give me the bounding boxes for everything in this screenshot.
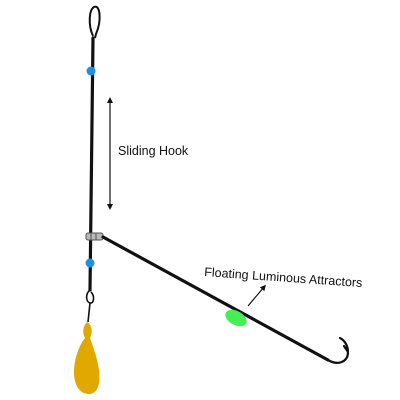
loop-icon [88, 5, 101, 39]
luminous-float-icon [225, 309, 247, 327]
swivel-icon [85, 232, 104, 241]
sinker-icon [74, 322, 100, 394]
fish-hook-icon [326, 336, 350, 364]
blue-bead-icon [86, 66, 96, 76]
leader-line [101, 235, 330, 362]
attractor-pointer-arrow [247, 284, 266, 307]
snap-clip-icon [85, 289, 95, 323]
sliding-hook-label: Sliding Hook [118, 144, 189, 158]
floating-attractors-label: Floating Luminous Attractors [204, 265, 363, 290]
blue-bead-icon [85, 258, 95, 268]
main-line [88, 36, 95, 292]
